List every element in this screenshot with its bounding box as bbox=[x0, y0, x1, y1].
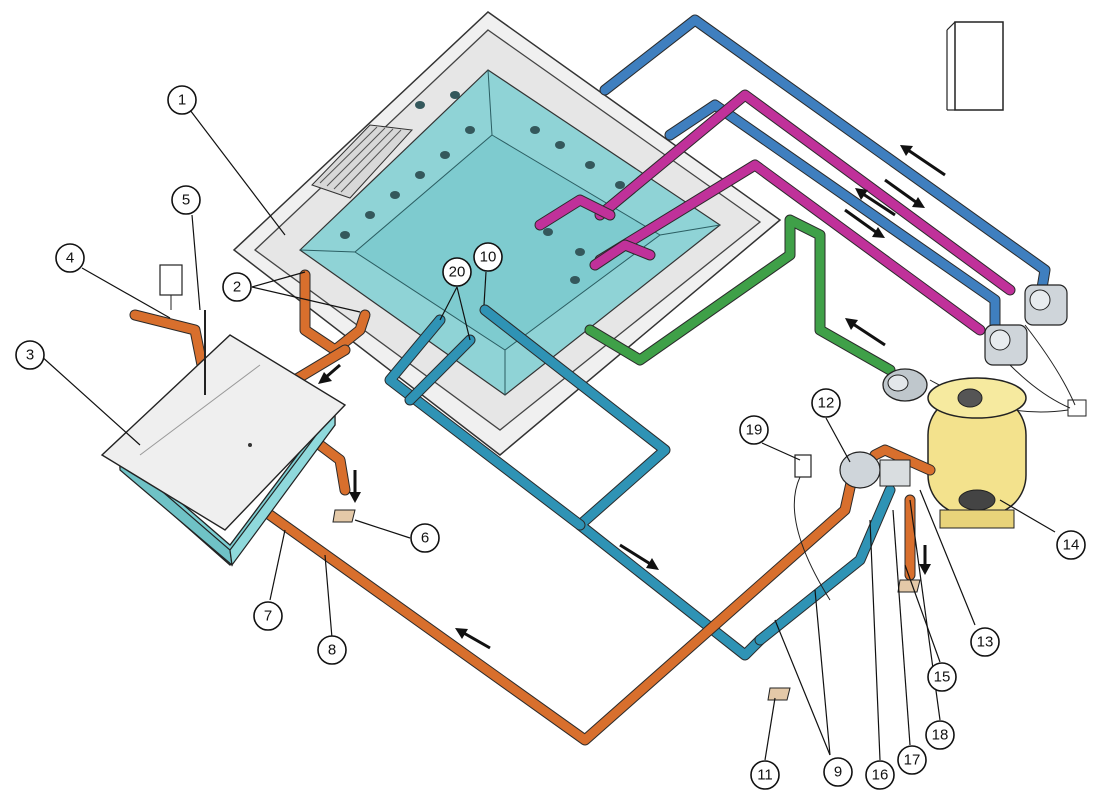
callout-12: 12 bbox=[811, 388, 841, 418]
svg-text:10: 10 bbox=[480, 249, 497, 266]
svg-text:17: 17 bbox=[904, 752, 921, 769]
callout-4: 4 bbox=[55, 243, 85, 273]
callout-10: 10 bbox=[473, 242, 503, 272]
level-control-box bbox=[159, 264, 206, 395]
flow-arrow-9 bbox=[455, 628, 491, 650]
callout-6: 6 bbox=[410, 523, 440, 553]
dosing-box bbox=[793, 454, 831, 601]
svg-text:1: 1 bbox=[178, 92, 186, 109]
svg-text:13: 13 bbox=[977, 634, 994, 651]
svg-text:7: 7 bbox=[264, 608, 272, 625]
flow-arrow-2 bbox=[884, 178, 925, 208]
flow-arrow-8 bbox=[619, 543, 659, 570]
svg-text:6: 6 bbox=[421, 530, 429, 547]
svg-text:3: 3 bbox=[26, 347, 34, 364]
flow-arrow-3 bbox=[855, 188, 896, 217]
pool-basin bbox=[232, 11, 782, 456]
svg-text:5: 5 bbox=[182, 192, 190, 209]
callout-9: 9 bbox=[823, 757, 853, 787]
flow-arrow-1 bbox=[900, 145, 946, 177]
callout-8: 8 bbox=[317, 635, 347, 665]
jet-pumps bbox=[929, 284, 1087, 417]
svg-text:9: 9 bbox=[834, 764, 842, 781]
svg-text:15: 15 bbox=[934, 669, 951, 686]
callout-5: 5 bbox=[171, 185, 201, 215]
svg-text:12: 12 bbox=[818, 395, 835, 412]
orange-pipes bbox=[129, 269, 936, 746]
callout-11: 11 bbox=[750, 760, 780, 790]
flow-arrow-6 bbox=[318, 363, 341, 384]
svg-text:14: 14 bbox=[1063, 537, 1080, 554]
drain-plates bbox=[332, 509, 921, 701]
flow-arrow-7 bbox=[349, 470, 361, 503]
overflow-grille bbox=[311, 124, 414, 199]
callout-19: 19 bbox=[739, 415, 769, 445]
callout-7: 7 bbox=[253, 601, 283, 631]
callout-20: 20 bbox=[442, 257, 472, 287]
flow-arrow-4 bbox=[844, 208, 885, 238]
svg-text:19: 19 bbox=[746, 422, 763, 439]
callout-2: 2 bbox=[222, 272, 252, 302]
svg-text:8: 8 bbox=[328, 642, 336, 659]
callout-16: 16 bbox=[865, 760, 895, 790]
svg-text:2: 2 bbox=[233, 279, 241, 296]
air-blower bbox=[882, 368, 928, 402]
control-panel-box bbox=[946, 21, 1004, 111]
callout-1: 1 bbox=[167, 85, 197, 115]
balance-tank bbox=[100, 334, 347, 567]
wall-jets bbox=[340, 91, 625, 284]
callout-18: 18 bbox=[925, 720, 955, 750]
callout-14: 14 bbox=[1056, 530, 1086, 560]
callout-13: 13 bbox=[970, 627, 1000, 657]
flow-arrows bbox=[318, 145, 946, 650]
teal-suction-pipes bbox=[384, 304, 896, 661]
callout-17: 17 bbox=[897, 745, 927, 775]
svg-text:16: 16 bbox=[872, 767, 889, 784]
callout-15: 15 bbox=[927, 662, 957, 692]
svg-text:4: 4 bbox=[66, 250, 74, 267]
magenta-air-pipes bbox=[534, 89, 1016, 336]
callout-3: 3 bbox=[15, 340, 45, 370]
green-blower-pipe bbox=[584, 214, 896, 376]
flow-arrow-10 bbox=[919, 545, 931, 575]
svg-text:18: 18 bbox=[932, 727, 949, 744]
svg-text:11: 11 bbox=[757, 767, 773, 784]
sand-filter bbox=[927, 377, 1027, 529]
svg-text:20: 20 bbox=[449, 264, 466, 281]
leader-lines bbox=[39, 109, 1056, 761]
flow-arrow-5 bbox=[845, 318, 886, 347]
